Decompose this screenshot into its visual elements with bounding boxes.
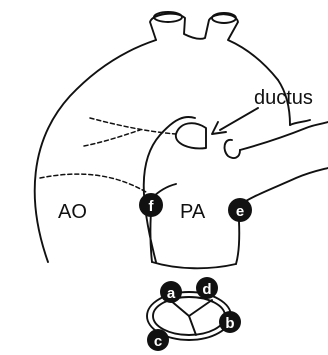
pa-trunk-bottom [152, 262, 236, 268]
marker-a: a [160, 281, 182, 303]
ductus-arrow-shaft [220, 108, 258, 130]
marker-e: e [228, 198, 252, 222]
pulmonary-artery-label: PA [180, 201, 206, 223]
marker-b-label: b [225, 315, 234, 332]
pa-right-branch-top [240, 122, 328, 150]
marker-d: d [196, 277, 218, 299]
ductus-label: ductus [254, 87, 313, 109]
marker-c: c [147, 329, 169, 351]
marker-e-label: e [236, 203, 244, 220]
pa-right-branch-lower [238, 168, 328, 206]
marker-c-label: c [154, 333, 162, 350]
aortic-arch-top [150, 14, 278, 80]
dashed-line-lower [40, 174, 146, 192]
pa-right-branch-stub [290, 120, 310, 125]
ductus-end [225, 140, 240, 158]
aortic-arch-outer-left [35, 40, 156, 262]
valve-commissure-3 [189, 316, 196, 335]
marker-d-label: d [202, 281, 211, 298]
marker-f: f [139, 193, 163, 217]
aorta-label: AO [58, 201, 87, 223]
marker-b: b [219, 311, 241, 333]
ductus-loop [176, 123, 206, 148]
valve-commissure-2 [189, 300, 212, 316]
dashed-line-middle [84, 130, 140, 146]
marker-a-label: a [167, 285, 176, 302]
